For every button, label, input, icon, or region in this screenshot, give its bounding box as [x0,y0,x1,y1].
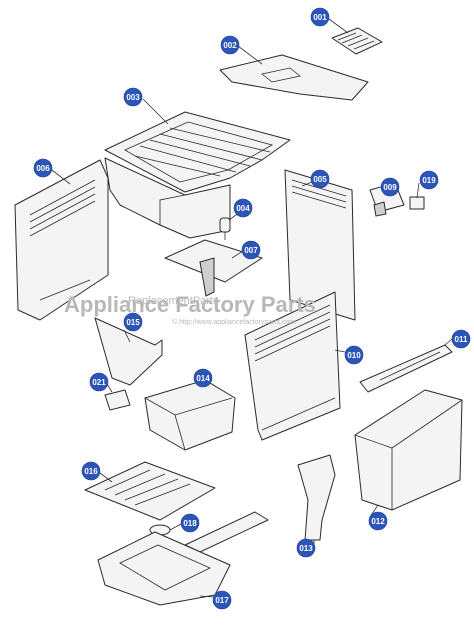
part-002-top-lid [219,54,369,101]
part-badge-013: 013 [296,538,316,558]
badge-label: 017 [215,596,229,605]
badge-label: 013 [299,544,313,553]
part-001-grill [331,27,383,55]
badge-circle [180,513,200,533]
badge-label: 019 [422,176,436,185]
badge-circle [310,169,330,189]
part-badge-009: 009 [380,177,400,197]
part-010-front-panel [244,291,341,441]
part-019-clip [409,196,425,210]
badge-circle [220,35,240,55]
part-013-spout-cover [297,454,336,541]
part-badge-010: 010 [344,345,364,365]
part-badge-011: 011 [451,329,471,349]
badge-circle [233,198,253,218]
part-badge-016: 016 [81,461,101,481]
part-badge-007: 007 [241,240,261,260]
badge-label: 012 [371,517,385,526]
part-badge-017: 017 [212,590,232,610]
badge-label: 004 [236,204,250,213]
part-015-front-panel [94,317,163,386]
badge-circle [123,312,143,332]
badge-circle [344,345,364,365]
badge-circle [419,170,439,190]
badge-circle [310,7,330,27]
part-badge-004: 004 [233,198,253,218]
part-021-block [104,389,131,411]
part-011-bar [359,344,453,393]
leader-lines [51,18,453,598]
badge-circle [451,329,471,349]
badge-circle [296,538,316,558]
watermark-overlay: ReplacementParts [128,295,219,307]
badge-circle [89,372,109,392]
watermark-url: © http://www.appliancefactoryparts.com [172,318,295,326]
badge-label: 011 [455,335,468,344]
badge-label: 009 [383,183,397,192]
badge-label: 002 [223,41,237,50]
badge-circle [33,158,53,178]
part-badge-021: 021 [89,372,109,392]
part-003-top-frame [104,111,291,193]
part-007-funnel [164,239,263,297]
part-badge-001: 001 [310,7,330,27]
part-number-badges: 001 002 003 004 005 006 007 009 019 015 010 011 021 0… [33,7,471,610]
badge-label: 021 [92,378,106,387]
badge-label: 005 [313,175,327,184]
badge-circle [81,461,101,481]
part-badge-019: 019 [419,170,439,190]
badge-label: 015 [126,318,140,327]
part-014-grounds-box [144,379,236,451]
part-badge-006: 006 [33,158,53,178]
part-badge-014: 014 [193,368,213,388]
badge-label: 010 [347,351,361,360]
part-badge-018: 018 [180,513,200,533]
badge-label: 007 [244,246,258,255]
badge-label: 006 [36,164,50,173]
badge-label: 014 [196,374,210,383]
badge-circle [380,177,400,197]
part-badge-002: 002 [220,35,240,55]
badge-circle [241,240,261,260]
badge-label: 003 [126,93,140,102]
badge-circle [123,87,143,107]
part-004-knob [219,217,231,240]
part-badge-005: 005 [310,169,330,189]
badge-circle [368,511,388,531]
badge-label: 016 [84,467,98,476]
badge-label: 018 [183,519,197,528]
badge-circle [193,368,213,388]
part-badge-015: 015 [123,312,143,332]
part-006-left-panel [14,159,109,321]
part-badge-012: 012 [368,511,388,531]
part-badge-003: 003 [123,87,143,107]
badge-label: 001 [313,13,327,22]
housing-body [104,157,231,239]
badge-circle [212,590,232,610]
part-016-drip-grid [84,461,216,521]
part-012-water-tank [354,389,463,511]
watermark-brand: Appliance Factory Parts [64,292,316,317]
